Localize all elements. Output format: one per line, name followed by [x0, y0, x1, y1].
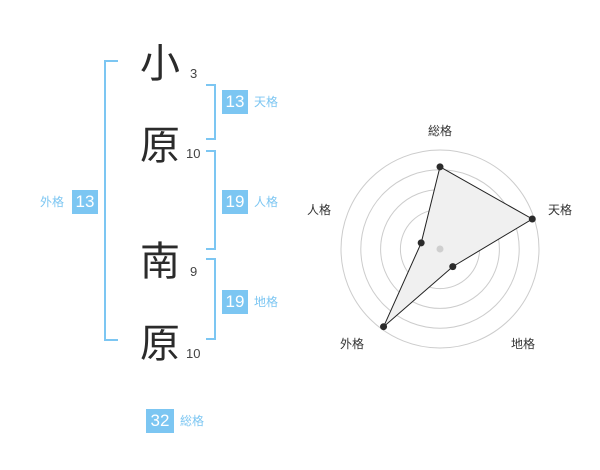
radar-point-4 [380, 323, 388, 331]
radar-point-3 [449, 263, 457, 271]
gaikaku-label: 外格 [40, 195, 65, 209]
radar-point-5 [417, 239, 425, 247]
radar-polygon [383, 166, 534, 328]
chikaku-value: 19 [222, 290, 248, 314]
tenkaku-value: 13 [222, 90, 248, 114]
stroke-count-1: 3 [190, 66, 198, 81]
radar-ring [340, 149, 540, 349]
soukaku-value: 32 [146, 409, 174, 433]
stroke-count-3: 9 [190, 264, 198, 279]
tenkaku-bracket [206, 84, 216, 140]
name-char-3: 南 [140, 239, 180, 285]
radar-axis-label-gaikaku: 外格 [340, 337, 365, 351]
tenkaku-label: 天格 [254, 95, 279, 109]
radar-axis-label-jinkaku: 人格 [307, 203, 332, 217]
name-char-1: 小 [140, 41, 180, 87]
chikaku-bracket [206, 258, 216, 340]
chikaku-label: 地格 [254, 295, 279, 309]
radar-axis-label-chikaku: 地格 [511, 337, 536, 351]
jinkaku-label: 人格 [254, 195, 279, 209]
stroke-count-2: 10 [186, 146, 201, 161]
name-char-2: 原 [140, 123, 180, 169]
stroke-count-4: 10 [186, 346, 201, 361]
name-char-4: 原 [140, 321, 180, 367]
jinkaku-value: 19 [222, 190, 248, 214]
gaikaku-bracket [104, 60, 118, 341]
radar-axis-label-tenkaku: 天格 [548, 203, 573, 217]
gaikaku-value: 13 [72, 190, 98, 214]
soukaku-label: 総格 [180, 414, 205, 428]
jinkaku-bracket [206, 150, 216, 250]
radar-axis-label-soukaku: 総格 [428, 124, 453, 138]
radar-center-dot [436, 245, 444, 253]
radar-point-1 [436, 163, 444, 171]
radar-point-2 [528, 215, 536, 223]
